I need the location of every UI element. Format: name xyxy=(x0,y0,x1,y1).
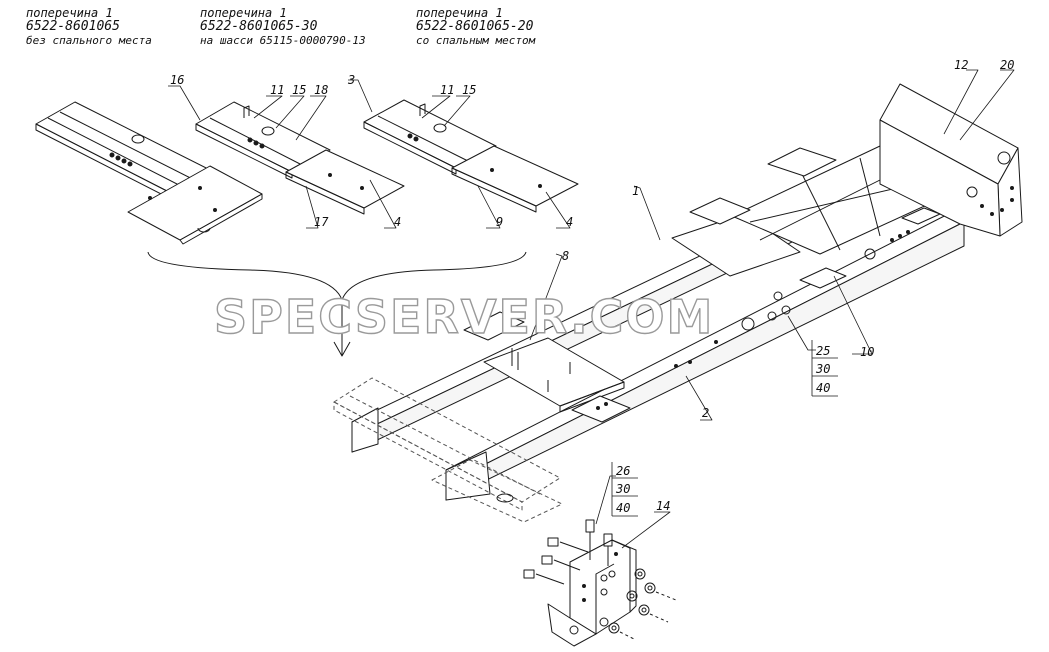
phantom-crossmember xyxy=(333,377,563,523)
caption-part-number: 6522-8601065 xyxy=(26,19,120,34)
callout-11a: 11 xyxy=(270,83,284,97)
caption-part-number: 6522-8601065-20 xyxy=(416,19,534,34)
boxed-item: 26 xyxy=(616,464,630,478)
boxed-item: 30 xyxy=(615,482,630,496)
caption-variant-2: поперечина 1 6522-8601065-30 на шасси 65… xyxy=(200,6,366,48)
callout-4a: 4 xyxy=(394,215,401,229)
crossmember-variant-3 xyxy=(363,99,579,213)
crossmember-variant-2 xyxy=(195,101,405,215)
callout-12: 12 xyxy=(954,58,968,72)
caption-note: без спального места xyxy=(26,34,152,47)
callout-10: 10 xyxy=(860,345,874,359)
caption-title: поперечина 1 xyxy=(200,6,287,20)
callout-14: 14 xyxy=(656,499,670,513)
watermark: SPECSERVER.COM xyxy=(213,289,715,344)
callout-15b: 15 xyxy=(462,83,476,97)
boxed-item: 25 xyxy=(816,344,830,358)
callout-18: 18 xyxy=(314,83,328,97)
caption-title: поперечина 1 xyxy=(416,6,503,20)
callout-15a: 15 xyxy=(292,83,306,97)
callout-20: 20 xyxy=(1000,58,1014,72)
main-frame xyxy=(351,83,1023,501)
callout-9: 9 xyxy=(496,215,503,229)
boxed-item: 40 xyxy=(616,501,630,515)
caption-title: поперечина 1 xyxy=(26,6,113,20)
boxed-group-25 xyxy=(811,340,838,397)
callout-16: 16 xyxy=(170,73,184,87)
crossmember-variant-1 xyxy=(35,101,263,245)
bracket-assembly xyxy=(523,519,677,647)
caption-part-number: 6522-8601065-30 xyxy=(200,19,318,34)
callout-1: 1 xyxy=(632,184,639,198)
callout-2: 2 xyxy=(702,406,709,420)
caption-note: на шасси 65115-0000790-13 xyxy=(200,34,366,47)
callout-8: 8 xyxy=(562,249,569,263)
caption-variant-1: поперечина 1 6522-8601065 без спального … xyxy=(26,6,152,48)
callout-17: 17 xyxy=(314,215,329,229)
caption-note: со спальным местом xyxy=(416,34,536,47)
callout-4b: 4 xyxy=(566,215,573,229)
boxed-group-26 xyxy=(611,462,638,517)
boxed-item: 30 xyxy=(815,362,830,376)
callout-3: 3 xyxy=(347,73,355,87)
leader-lines xyxy=(168,69,1015,549)
callout-11b: 11 xyxy=(440,83,454,97)
boxed-item: 40 xyxy=(816,381,830,395)
caption-variant-3: поперечина 1 6522-8601065-20 со спальным… xyxy=(416,6,535,48)
